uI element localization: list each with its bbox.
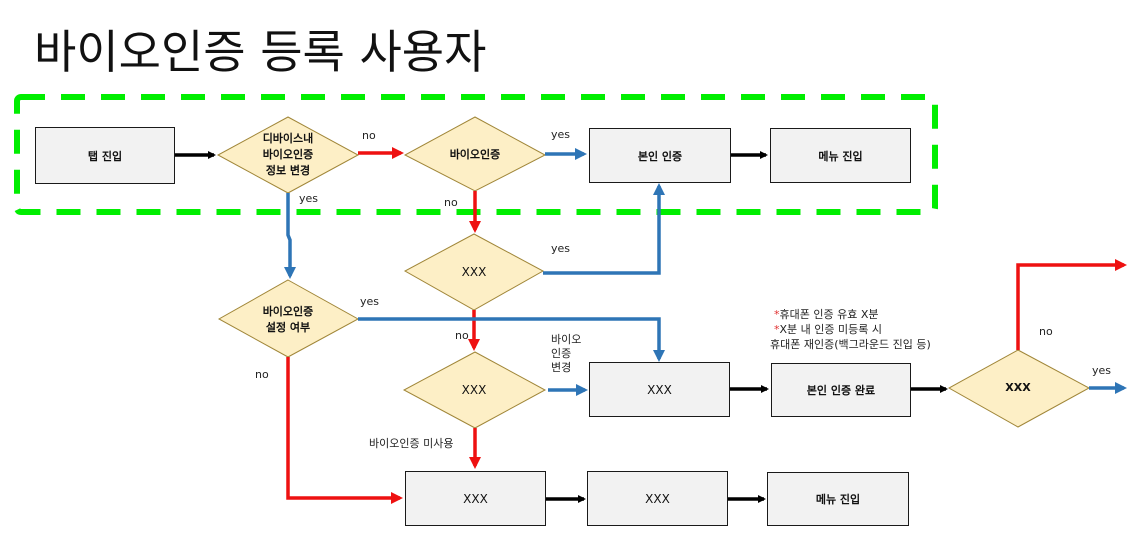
label-no: no	[455, 329, 469, 342]
page-title: 바이오인증 등록 사용자	[34, 25, 487, 79]
arrow-yes-device-changed	[284, 193, 296, 279]
process-xxx-1: XXX	[589, 362, 730, 417]
note-line: *휴대폰 인증 유효 X분	[774, 308, 879, 321]
process-menu-entry-bottom: 메뉴 진입	[767, 472, 909, 526]
arrow-no-bio-setting	[286, 357, 403, 504]
label-no: no	[1039, 325, 1053, 338]
label-yes: yes	[299, 192, 319, 205]
label-yes: yes	[551, 128, 571, 141]
label-no: no	[444, 196, 458, 209]
decision-bio-auth	[403, 116, 547, 192]
note-line: 휴대폰 재인증(백그라운드 진입 등)	[770, 338, 931, 351]
process-xxx-2: XXX	[405, 471, 546, 526]
decision-xxx-2	[402, 351, 547, 429]
label-no: no	[255, 368, 269, 381]
note-text: *휴대폰 인증 유효 X분 *X분 내 인증 미등록 시 휴대폰 재인증(백그라…	[770, 307, 931, 352]
label-no: no	[362, 129, 376, 142]
process-xxx-3: XXX	[587, 471, 728, 526]
label-yes: yes	[551, 242, 571, 255]
label-yes: yes	[360, 295, 380, 308]
label-bio-changed: 바이오 인증 변경	[551, 333, 582, 374]
decision-xxx-3	[947, 349, 1091, 428]
label-yes: yes	[1092, 364, 1112, 377]
process-menu-entry-top: 메뉴 진입	[770, 128, 911, 183]
note-line: *X분 내 인증 미등록 시	[774, 323, 882, 336]
arrow-yes-bio-setting	[358, 317, 665, 362]
process-identity-done: 본인 인증 완료	[771, 363, 911, 417]
label-bio-unused: 바이오인증 미사용	[369, 437, 454, 450]
decision-bio-setting	[217, 279, 360, 358]
decision-xxx-1	[403, 233, 545, 311]
process-identity-verify: 본인 인증	[589, 128, 731, 183]
process-tab-entry: 탭 진입	[35, 127, 175, 184]
arrow-no-decision3	[1016, 259, 1127, 350]
decision-device-bio-changed	[216, 116, 360, 194]
arrow-yes-xxx1	[543, 183, 665, 275]
